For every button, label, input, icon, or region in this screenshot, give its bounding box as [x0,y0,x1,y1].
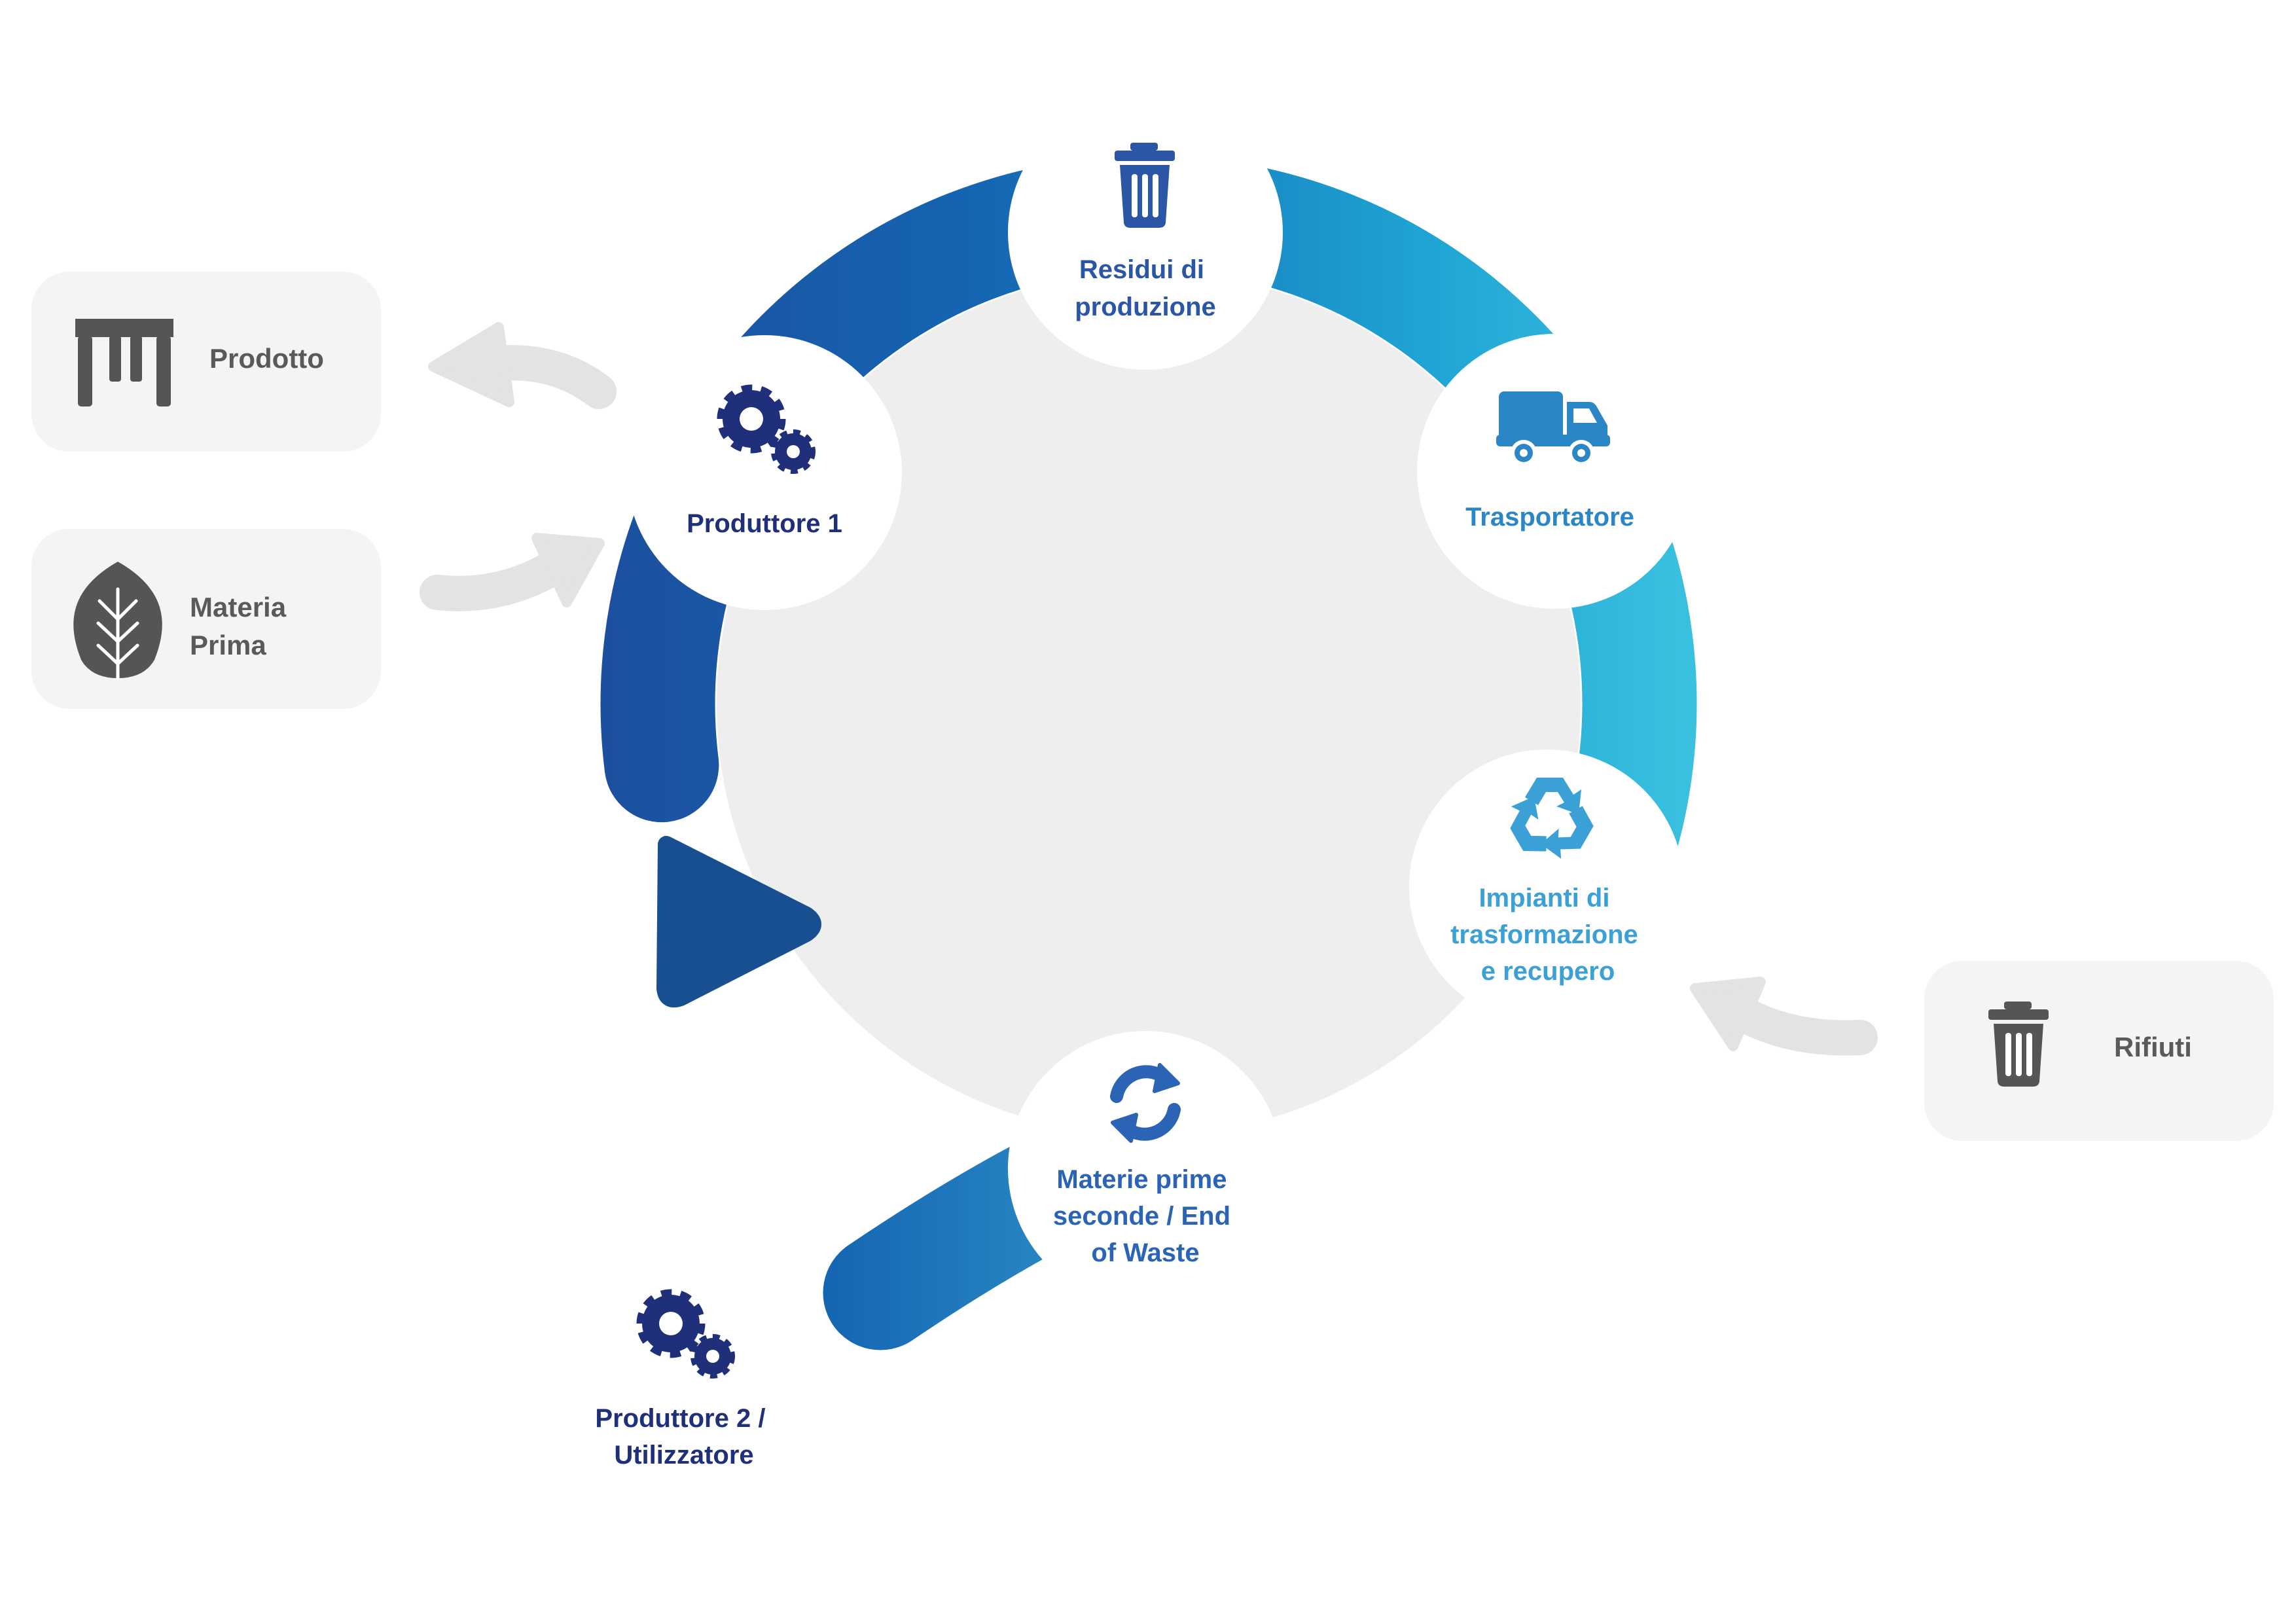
svg-text:Impianti di trasformazio: Impianti di trasformazione e recupero [1450,884,1645,986]
refresh-icon [1110,1063,1181,1143]
impianti-label-line: e recupero [1481,957,1615,986]
node-circles [627,95,1692,1306]
impianti-label-line: Impianti di [1479,884,1609,912]
truck-icon [1496,391,1610,466]
impianti-label-line: trasformazione [1450,920,1638,949]
trash-icon [1115,143,1175,228]
svg-text:Prodotto: Prodotto [209,343,324,374]
rifiuti-label: Rifiuti [2114,1032,2192,1062]
svg-text:Materie prime seconde /: Materie prime seconde / End of Waste [1053,1165,1238,1267]
card-prodotto: Prodotto [31,272,381,452]
prodotto-label: Prodotto [209,343,324,374]
leaf-icon [73,562,162,680]
cycle-center-disc [717,272,1581,1136]
card-materia-prima: Materia Prima [31,529,381,709]
node-materie-circle [1008,1031,1283,1306]
node-residui: Residui di produzione [1075,143,1216,321]
node-produttore1-circle [627,335,902,610]
table-icon [75,319,173,406]
materia-prima-label-line: Prima [190,630,266,660]
node-residui-circle [1008,95,1283,370]
node-produttore2: Produttore 2 / Utilizzatore [595,1289,772,1470]
materie-label-line: of Waste [1091,1238,1199,1267]
materie-label-line: Materie prime [1056,1165,1227,1194]
arrow-from-rifiuti [1690,977,1878,1056]
materia-prima-label-line: Materia [190,592,287,623]
gears-icon [636,1289,735,1379]
materie-label-line: seconde / End [1053,1202,1230,1231]
recycle-icon [1510,778,1594,859]
svg-text:Trasportatore: Trasportatore [1465,503,1634,532]
produttore2-label-line: Utilizzatore [614,1441,753,1470]
node-produttore1: Produttore 1 [687,384,842,538]
cycle-arrowhead [656,836,821,1008]
svg-text:Rifiuti: Rifiuti [2114,1032,2192,1062]
residui-label-line: Residui di [1079,255,1204,284]
trasportatore-label: Trasportatore [1465,503,1634,532]
arrow-from-materia-prima [420,533,605,611]
node-impianti: Impianti di trasformazione e recupero [1450,778,1645,986]
node-impianti-circle [1409,749,1684,1024]
card-rifiuti: Rifiuti [1924,961,2274,1141]
node-trasportatore: Trasportatore [1465,391,1634,532]
residui-label-line: produzione [1075,293,1216,321]
produttore2-label-line: Produttore 2 / [595,1404,765,1433]
node-materie: Materie prime seconde / End of Waste [1053,1063,1238,1267]
svg-text:Produttore 2 / Utilizzat: Produttore 2 / Utilizzatore [595,1404,772,1470]
gears-icon [717,384,816,474]
produttore1-label: Produttore 1 [687,509,842,538]
node-trasportatore-circle [1417,334,1692,609]
svg-text:Materia Prima: Materia Prima [190,592,294,660]
svg-text:Produttore 1: Produttore 1 [687,509,842,538]
trash-icon [1988,1001,2049,1087]
svg-text:Residui di produzione: Residui di produzione [1075,255,1216,321]
arrow-to-prodotto [428,322,617,409]
